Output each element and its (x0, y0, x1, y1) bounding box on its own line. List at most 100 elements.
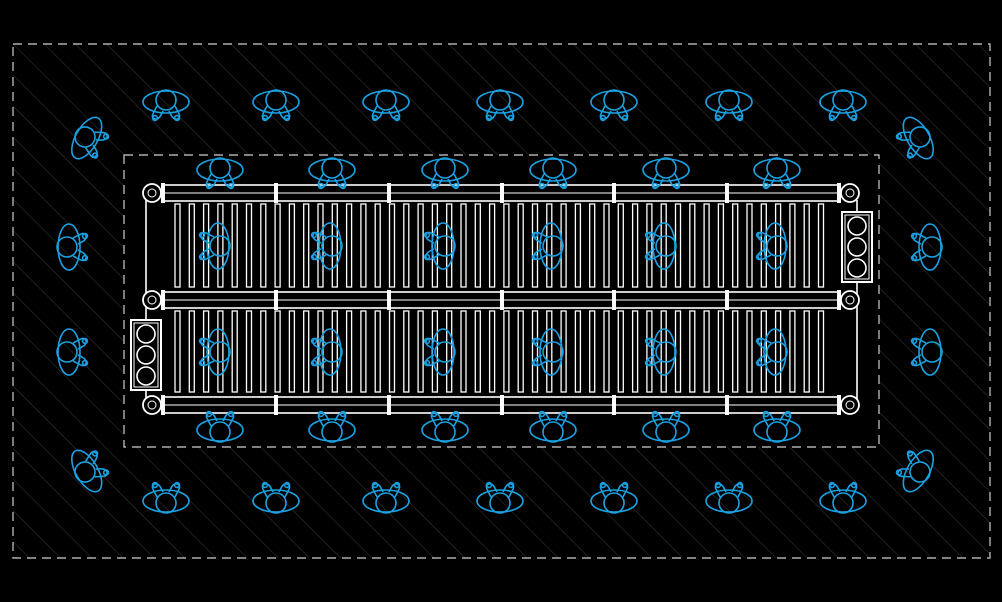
roller (474, 310, 481, 393)
roller (560, 310, 567, 393)
roller (717, 203, 725, 288)
roller (274, 310, 281, 393)
roller (417, 310, 424, 393)
roller (660, 203, 667, 288)
roller (631, 310, 639, 393)
section-joint (500, 395, 504, 415)
roller (660, 310, 667, 393)
roller (732, 203, 739, 288)
roller (574, 203, 582, 288)
roller (603, 310, 610, 393)
roller (417, 203, 424, 288)
section-joint (161, 290, 165, 310)
section-joint (500, 290, 504, 310)
section-joint (274, 395, 278, 415)
section-joint (387, 395, 391, 415)
roller (746, 203, 753, 288)
roller (517, 203, 524, 288)
roller (288, 203, 296, 288)
roller (374, 203, 381, 288)
conveyor-assembly (130, 183, 873, 415)
corner-bend-hub (147, 188, 157, 198)
roller (774, 310, 782, 393)
section-joint (725, 183, 729, 203)
drive-housing-inner (844, 214, 870, 280)
roller (546, 203, 553, 288)
section-joint (161, 395, 165, 415)
roller (446, 310, 453, 393)
drive-motor-icon (130, 319, 162, 391)
roller (245, 203, 253, 288)
drive-pulley (847, 237, 867, 257)
roller (703, 203, 710, 288)
roller (803, 310, 810, 393)
drive-pulley (136, 324, 156, 344)
section-joint (837, 395, 841, 415)
roller (732, 310, 739, 393)
drive-housing-inner (133, 322, 159, 388)
section-joint (837, 183, 841, 203)
corner-bend-hub (147, 400, 157, 410)
roller (446, 203, 453, 288)
roller (388, 310, 396, 393)
corner-bend (142, 395, 162, 415)
roller (345, 310, 353, 393)
roller (260, 310, 267, 393)
roller (288, 310, 296, 393)
section-joint (612, 290, 616, 310)
corner-bend (142, 290, 162, 310)
drive-housing (841, 211, 873, 283)
roller (689, 310, 696, 393)
roller (574, 310, 582, 393)
section-joint (274, 290, 278, 310)
roller (331, 310, 338, 393)
roller (331, 203, 338, 288)
roller (188, 310, 195, 393)
corner-bend-hub (845, 400, 855, 410)
roller (631, 203, 639, 288)
roller (689, 203, 696, 288)
roller (374, 310, 381, 393)
drive-pulley (136, 345, 156, 365)
section-joint (612, 395, 616, 415)
section-joint (725, 290, 729, 310)
corner-bend-hub (147, 295, 157, 305)
roller (817, 310, 825, 393)
section-joint (161, 183, 165, 203)
drive-pulley (136, 366, 156, 386)
roller (546, 310, 553, 393)
roller (646, 203, 653, 288)
roller (517, 310, 524, 393)
corner-bend (840, 395, 860, 415)
roller (403, 203, 410, 288)
roller (646, 310, 653, 393)
roller (345, 203, 353, 288)
roller (560, 203, 567, 288)
roller (317, 310, 324, 393)
roller (460, 203, 467, 288)
drive-pulley (847, 216, 867, 236)
outer-zone-boundary (12, 43, 991, 559)
roller (174, 203, 181, 288)
roller (474, 203, 481, 288)
roller (589, 310, 596, 393)
roller (260, 203, 267, 288)
roller (303, 310, 310, 393)
roller (303, 203, 310, 288)
roller (703, 310, 710, 393)
roller (274, 203, 281, 288)
section-joint (725, 395, 729, 415)
roller (488, 203, 496, 288)
drive-pulley (847, 258, 867, 278)
roller (789, 310, 796, 393)
roller (460, 310, 467, 393)
roller (817, 203, 825, 288)
corner-bend-hub (845, 295, 855, 305)
roller (231, 310, 238, 393)
corner-bend-hub (845, 188, 855, 198)
roller (231, 203, 238, 288)
roller (789, 203, 796, 288)
roller (774, 203, 782, 288)
